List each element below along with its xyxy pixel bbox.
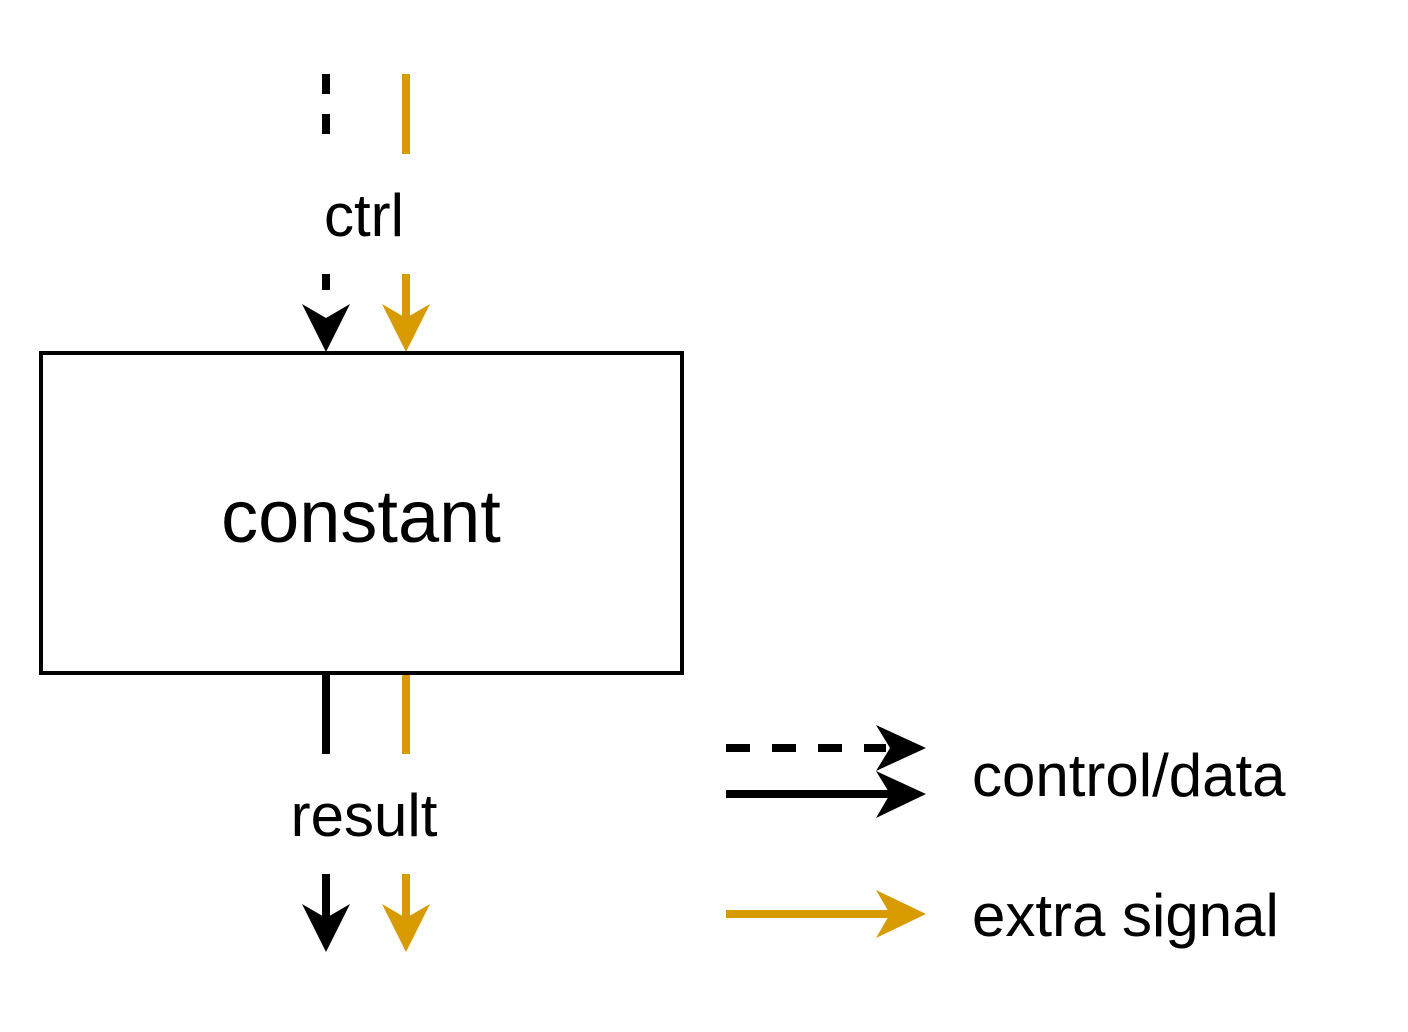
input-signals: ctrl — [302, 74, 430, 352]
legend-item-control-data: control/data — [726, 725, 1286, 818]
legend-extra-signal-label: extra signal — [972, 882, 1279, 949]
legend-control-data-label: control/data — [972, 742, 1286, 809]
extra-signal-input-arrowhead — [382, 304, 430, 352]
legend-item-extra-signal: extra signal — [726, 882, 1279, 949]
ctrl-input-arrowhead — [302, 304, 350, 352]
extra-signal-output-arrowhead — [382, 904, 430, 952]
result-output-arrowhead — [302, 904, 350, 952]
ctrl-label: ctrl — [324, 182, 404, 249]
legend-orange-arrowhead — [876, 890, 926, 938]
legend-dashed-arrowhead — [876, 725, 926, 771]
constant-block: constant — [39, 351, 684, 675]
result-label: result — [291, 782, 438, 849]
constant-block-box — [39, 351, 684, 675]
legend: control/data extra signal — [726, 725, 1286, 949]
constant-block-label: constant — [221, 475, 501, 558]
legend-solid-arrowhead — [876, 771, 926, 818]
output-signals: result — [291, 675, 438, 952]
